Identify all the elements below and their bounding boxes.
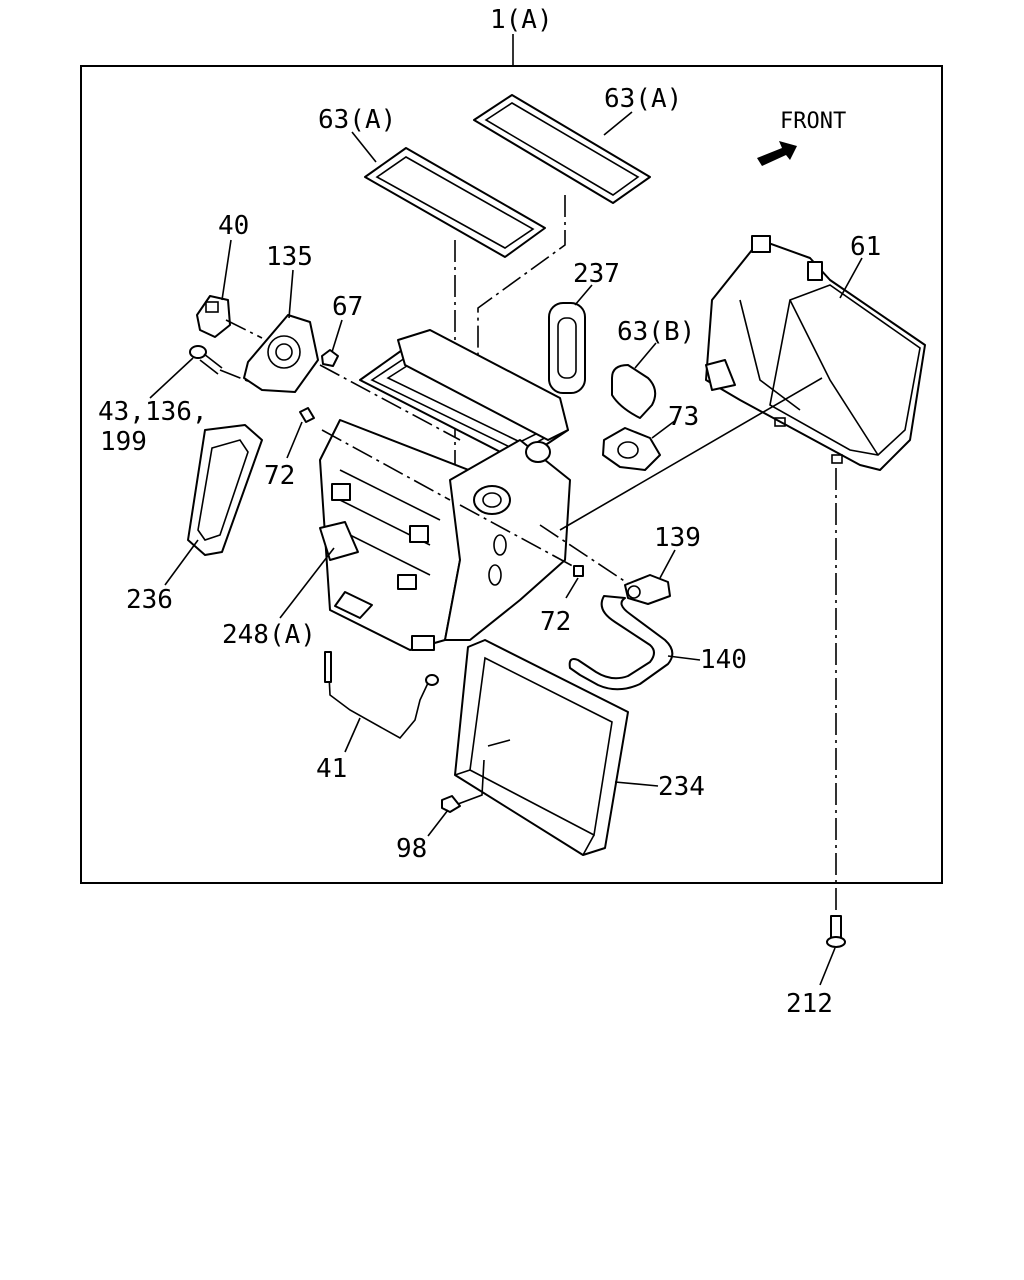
part-61 (705, 235, 926, 471)
bolt-212 (826, 915, 846, 948)
part-72-left (299, 407, 315, 423)
part-63b (611, 364, 657, 419)
part-236 (187, 424, 263, 556)
label-139: 139 (654, 523, 701, 553)
part-67 (321, 349, 339, 367)
gasket-63a-right (473, 94, 651, 204)
part-234 (454, 639, 629, 856)
label-67: 67 (332, 292, 363, 322)
label-63a-left: 63(A) (318, 105, 396, 135)
screw-43 (189, 345, 223, 375)
label-236: 236 (126, 585, 173, 615)
label-98: 98 (396, 834, 427, 864)
assembly-frame (80, 65, 943, 884)
label-237: 237 (573, 259, 620, 289)
part-237 (548, 302, 586, 394)
part-140 (568, 595, 674, 691)
label-73: 73 (668, 402, 699, 432)
part-98 (441, 795, 461, 813)
label-63b: 63(B) (617, 317, 695, 347)
part-40 (196, 295, 231, 338)
label-135: 135 (266, 242, 313, 272)
part-135 (243, 314, 319, 393)
assembly-label: 1(A) (490, 5, 553, 35)
label-234: 234 (658, 772, 705, 802)
part-41 (324, 651, 439, 740)
label-63a-right: 63(A) (604, 84, 682, 114)
label-72-right: 72 (540, 607, 571, 637)
front-label: FRONT (780, 109, 846, 134)
gasket-63a-left (364, 147, 546, 258)
main-case (319, 329, 571, 651)
label-61: 61 (850, 232, 881, 262)
label-40: 40 (218, 211, 249, 241)
label-248a: 248(A) (222, 620, 316, 650)
label-43-line1: 43,136, (98, 397, 208, 427)
label-72-left: 72 (264, 461, 295, 491)
part-73 (602, 427, 661, 471)
label-212: 212 (786, 989, 833, 1019)
label-43-line2: 199 (100, 427, 147, 457)
part-72-right (573, 565, 584, 577)
label-41: 41 (316, 754, 347, 784)
front-arrow-icon (757, 141, 797, 166)
part-139 (624, 574, 671, 605)
label-140: 140 (700, 645, 747, 675)
